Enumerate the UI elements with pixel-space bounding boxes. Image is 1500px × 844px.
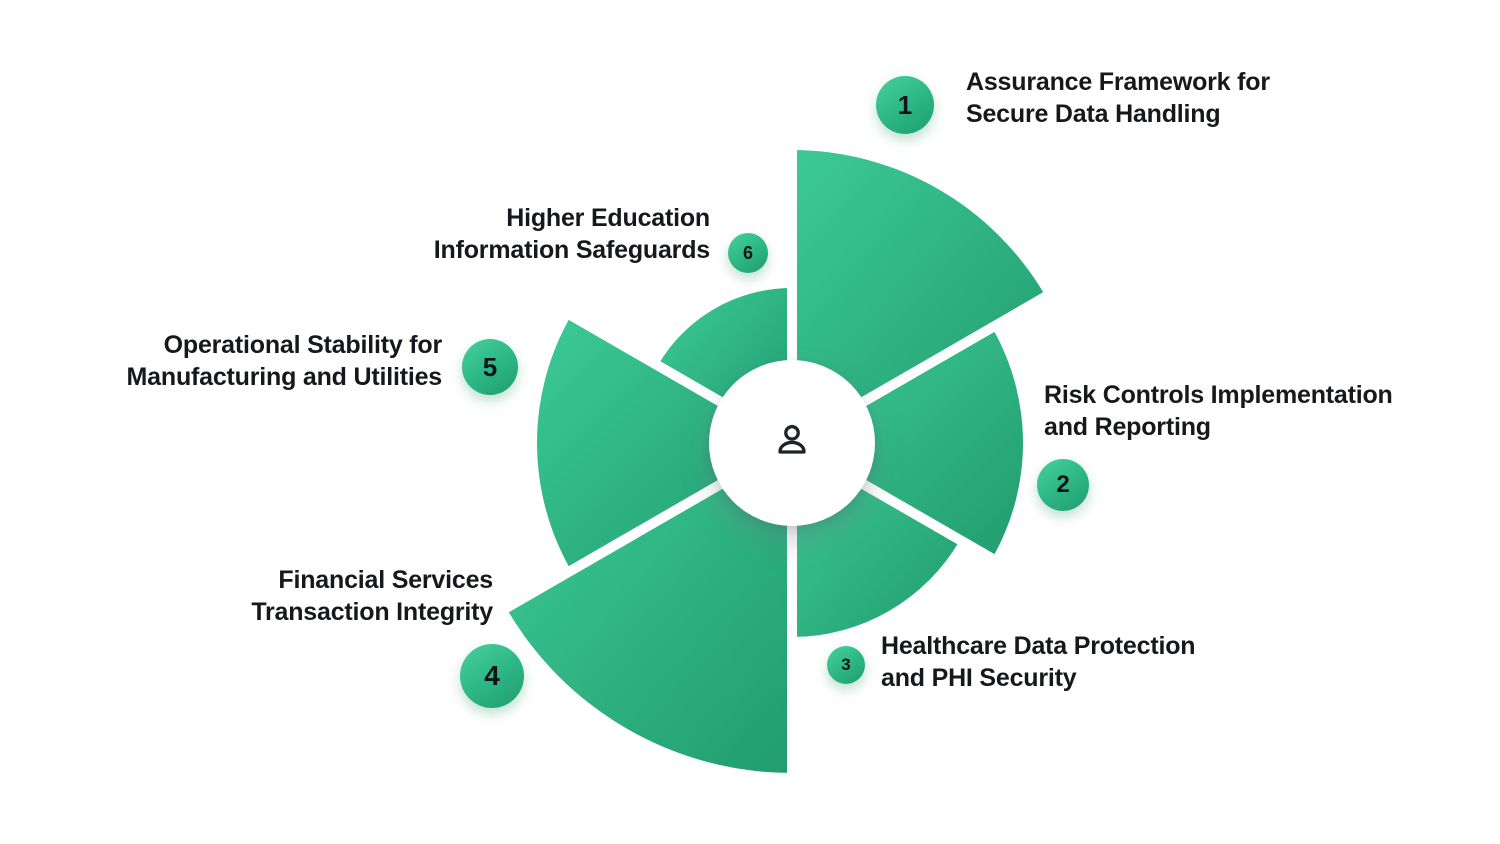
segment-5-label: Operational Stability for Manufacturing … xyxy=(126,329,443,393)
segment-4-number-badge: 4 xyxy=(460,644,524,708)
label-line: Assurance Framework for xyxy=(966,68,1270,96)
segment-2-wedge xyxy=(792,327,1023,559)
segment-3-label: Healthcare Data Protection and PHI Secur… xyxy=(881,630,1196,694)
segment-4-label: Financial Services Transaction Integrity xyxy=(251,564,493,628)
label-line: Healthcare Data Protection xyxy=(881,632,1196,660)
segment-3-number-badge: 3 xyxy=(827,646,865,684)
segment-2-label: Risk Controls Implementation and Reporti… xyxy=(1044,379,1393,443)
label-line: Secure Data Handling xyxy=(966,100,1221,128)
segment-6-number-badge: 6 xyxy=(728,233,768,273)
label-line: Risk Controls Implementation xyxy=(1044,381,1393,409)
label-line: and PHI Security xyxy=(881,664,1077,692)
segment-1-label: Assurance Framework for Secure Data Hand… xyxy=(966,66,1270,130)
segment-1-number-badge: 1 xyxy=(876,76,934,134)
label-line: Financial Services xyxy=(278,566,493,594)
segment-5-number-badge: 5 xyxy=(462,339,518,395)
segment-2-number-badge: 2 xyxy=(1037,459,1089,511)
label-line: Information Safeguards xyxy=(433,236,710,264)
segment-6-label: Higher Education Information Safeguards xyxy=(434,202,710,266)
label-line: and Reporting xyxy=(1044,413,1211,441)
label-line: Transaction Integrity xyxy=(251,598,493,626)
label-line: Manufacturing and Utilities xyxy=(126,363,443,391)
label-line: Higher Education xyxy=(506,204,710,232)
label-line: Operational Stability for xyxy=(163,331,443,359)
segment-1-wedge xyxy=(792,150,1046,443)
segment-4-wedge xyxy=(506,443,792,773)
person-icon xyxy=(769,418,815,469)
segment-5-wedge xyxy=(537,315,792,571)
center-circle xyxy=(709,360,875,526)
